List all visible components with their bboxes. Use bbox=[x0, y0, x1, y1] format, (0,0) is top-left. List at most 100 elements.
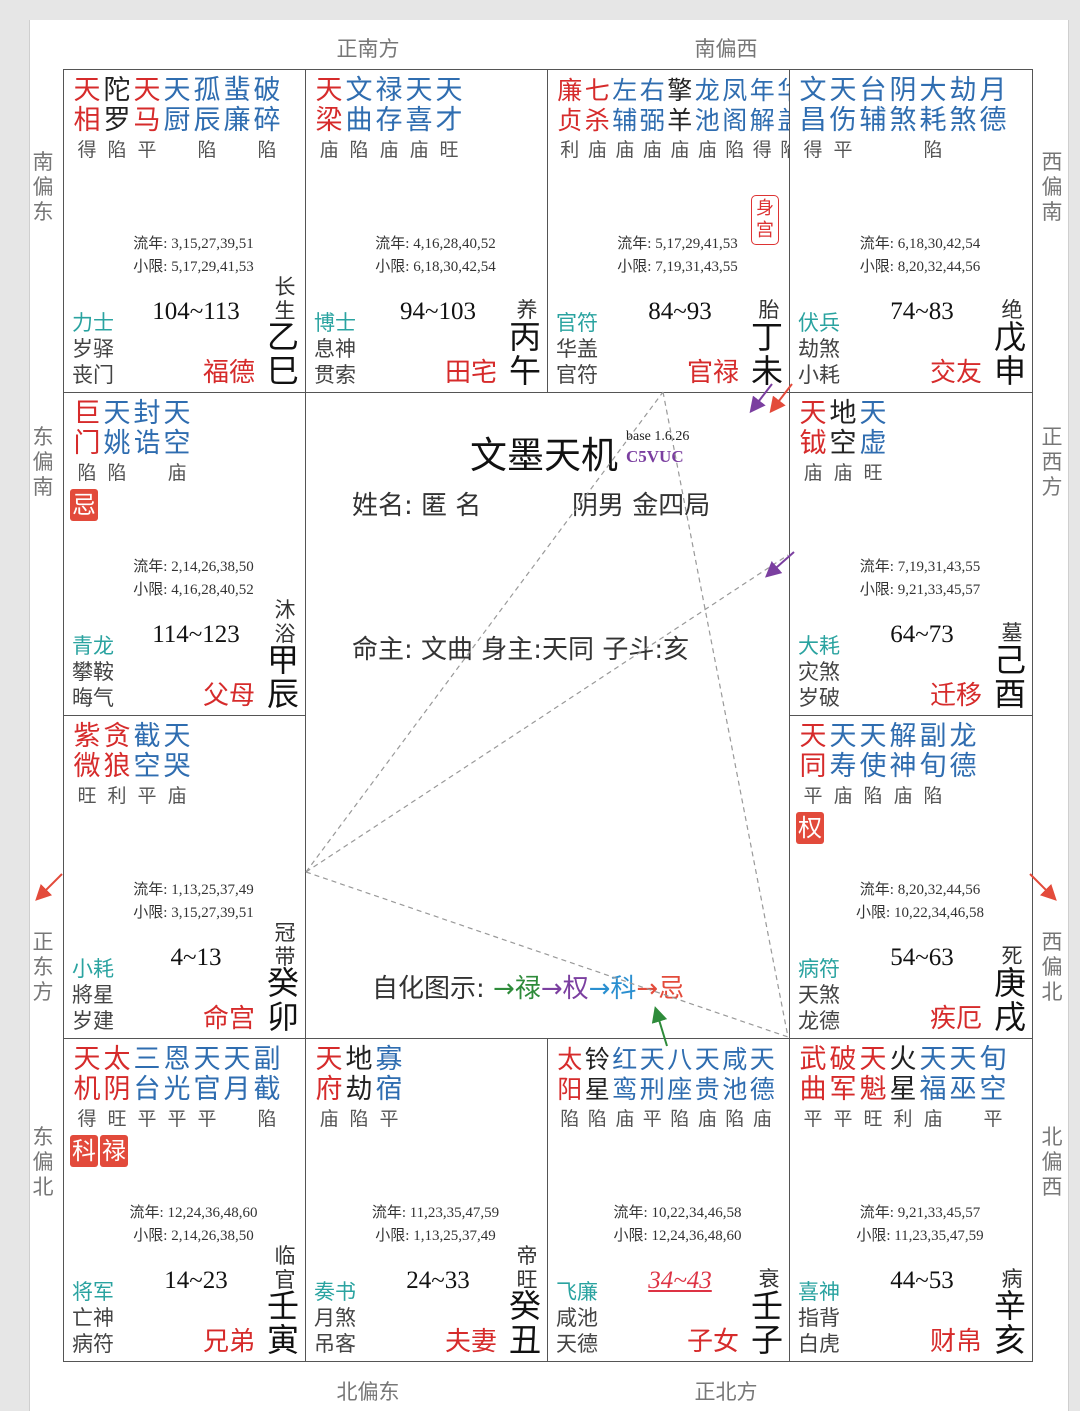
star-brightness: 旺 bbox=[107, 1108, 127, 1130]
stem-branch: 甲辰 bbox=[267, 641, 300, 713]
star-name: 天巫 bbox=[949, 1044, 977, 1105]
legend-ji: →忌 bbox=[636, 974, 685, 1004]
star-name: 天厨 bbox=[163, 75, 191, 136]
minor-gods: 青龙攀鞍晦气 bbox=[72, 633, 114, 711]
star-brightness: 庙 bbox=[319, 1108, 339, 1130]
sihua-badge: 科 bbox=[70, 1135, 98, 1167]
star-list: 紫微旺贪狼利截空平天哭庙 bbox=[72, 722, 192, 810]
god-name: 病符 bbox=[798, 957, 840, 981]
star-name: 孤辰 bbox=[193, 75, 221, 136]
star-name: 火星 bbox=[889, 1044, 917, 1105]
star-name: 太阳 bbox=[557, 1045, 583, 1104]
god-name: 博士 bbox=[314, 311, 356, 335]
palace-name: 田宅 bbox=[444, 358, 497, 388]
xiaoxian-list: 小限: 2,14,26,38,50 bbox=[133, 1228, 254, 1244]
star-name: 天使 bbox=[859, 721, 887, 782]
liunian-list: 流年: 12,24,36,48,60 bbox=[129, 1205, 258, 1221]
star: 太阳陷 bbox=[556, 1045, 584, 1133]
year-lists: 流年: 9,21,33,45,57 小限: 11,23,35,47,59 bbox=[790, 1202, 1032, 1248]
direction-label: 南偏东 bbox=[32, 150, 54, 224]
life-stage: 冠带 bbox=[274, 921, 296, 969]
star-brightness: 旺 bbox=[863, 462, 883, 484]
star-brightness: 旺 bbox=[439, 139, 459, 161]
star-brightness: 陷 bbox=[197, 139, 217, 161]
stem-branch: 辛亥 bbox=[994, 1287, 1027, 1359]
star-name: 地空 bbox=[829, 398, 857, 459]
star: 天哭庙 bbox=[162, 722, 192, 810]
decade-range: 44~53 bbox=[890, 1267, 954, 1294]
star: 天伤平 bbox=[828, 76, 858, 164]
direction-label: 东偏北 bbox=[32, 1125, 54, 1199]
star-name: 铃星 bbox=[584, 1045, 610, 1104]
direction-label: 北偏东 bbox=[336, 1380, 400, 1404]
star-list: 天同平天寿庙天使陷解神庙副旬陷龙德 bbox=[798, 722, 978, 810]
decade-range: 84~93 bbox=[648, 298, 712, 325]
god-name: 攀鞍 bbox=[72, 660, 114, 684]
star: 天喜庙 bbox=[404, 76, 434, 164]
sihua-badge: 权 bbox=[796, 812, 824, 844]
liunian-list: 流年: 10,22,34,46,58 bbox=[613, 1205, 742, 1221]
star: 封诰 bbox=[132, 399, 162, 487]
star: 铃星陷 bbox=[584, 1045, 612, 1133]
star: 左辅庙 bbox=[611, 76, 639, 164]
star-brightness: 庙 bbox=[167, 785, 187, 807]
version-label: base 1.6.26 bbox=[626, 429, 690, 444]
star-name: 龙池 bbox=[694, 76, 720, 135]
star-brightness: 得 bbox=[77, 139, 97, 161]
star-name: 天梁 bbox=[315, 75, 343, 136]
liunian-list: 流年: 1,13,25,37,49 bbox=[133, 882, 254, 898]
god-name: 指背 bbox=[798, 1306, 840, 1330]
liunian-list: 流年: 6,18,30,42,54 bbox=[859, 236, 981, 252]
god-name: 龙德 bbox=[798, 1009, 840, 1033]
god-name: 月煞 bbox=[314, 1306, 356, 1330]
star: 凤阁陷 bbox=[721, 76, 749, 164]
star-brightness: 庙 bbox=[833, 462, 853, 484]
liunian-list: 流年: 5,17,29,41,53 bbox=[617, 236, 738, 252]
legend-ke: →科 bbox=[588, 974, 637, 1004]
god-name: 白虎 bbox=[798, 1332, 840, 1356]
star-brightness: 庙 bbox=[587, 139, 607, 161]
xiaoxian-list: 小限: 8,20,32,44,56 bbox=[859, 259, 981, 275]
star-brightness: 陷 bbox=[77, 462, 97, 484]
star-brightness: 庙 bbox=[893, 785, 913, 807]
star: 天贵庙 bbox=[694, 1045, 722, 1133]
sihua-badge: 忌 bbox=[70, 489, 98, 521]
life-stage: 衰 bbox=[758, 1267, 780, 1291]
star-name: 巨门 bbox=[73, 398, 101, 459]
xiaoxian-list: 小限: 11,23,35,47,59 bbox=[856, 1228, 984, 1244]
star-name: 封诰 bbox=[133, 398, 161, 459]
palace-zi: 太阳陷铃星陷红鸾庙天刑平八座陷天贵庙咸池陷天德庙流年: 10,22,34,46,… bbox=[547, 1038, 790, 1362]
star: 廉贞利 bbox=[556, 76, 584, 164]
year-lists: 流年: 6,18,30,42,54 小限: 8,20,32,44,56 bbox=[790, 233, 1032, 279]
ziwei-chart: 文墨天机 base 1.6.26 C5VUC 姓名: 匿 名 阴男 金四局 命主… bbox=[63, 69, 1033, 1362]
star-brightness: 庙 bbox=[379, 139, 399, 161]
star: 寡宿平 bbox=[374, 1045, 404, 1133]
star-name: 解神 bbox=[889, 721, 917, 782]
liunian-list: 流年: 9,21,33,45,57 bbox=[859, 1205, 981, 1221]
shen-gong-badge: 身宫 bbox=[751, 195, 779, 245]
star-name: 天伤 bbox=[829, 75, 857, 136]
stem-branch: 丙午 bbox=[509, 318, 542, 390]
direction-label: 西偏北 bbox=[1041, 930, 1063, 1004]
star-name: 天寿 bbox=[829, 721, 857, 782]
star: 天马平 bbox=[132, 76, 162, 164]
star: 三台平 bbox=[132, 1045, 162, 1133]
star-brightness: 陷 bbox=[923, 139, 943, 161]
center-panel: 文墨天机 base 1.6.26 C5VUC 姓名: 匿 名 阴男 金四局 命主… bbox=[306, 393, 789, 1039]
star-brightness: 陷 bbox=[923, 785, 943, 807]
stem-branch: 乙巳 bbox=[267, 318, 300, 390]
god-name: 灾煞 bbox=[798, 660, 840, 684]
star: 陀罗陷 bbox=[102, 76, 132, 164]
decade-range: 114~123 bbox=[152, 621, 240, 648]
stem-branch: 癸卯 bbox=[267, 964, 300, 1036]
star: 破军平 bbox=[828, 1045, 858, 1133]
star-brightness: 陷 bbox=[349, 139, 369, 161]
star-brightness: 陷 bbox=[257, 1108, 277, 1130]
star-name: 陀罗 bbox=[103, 75, 131, 136]
master-line: 命主: 文曲 身主:天同 子斗:亥 bbox=[352, 635, 690, 665]
star-name: 恩光 bbox=[163, 1044, 191, 1105]
decade-range: 54~63 bbox=[890, 944, 954, 971]
star-name: 副截 bbox=[253, 1044, 281, 1105]
